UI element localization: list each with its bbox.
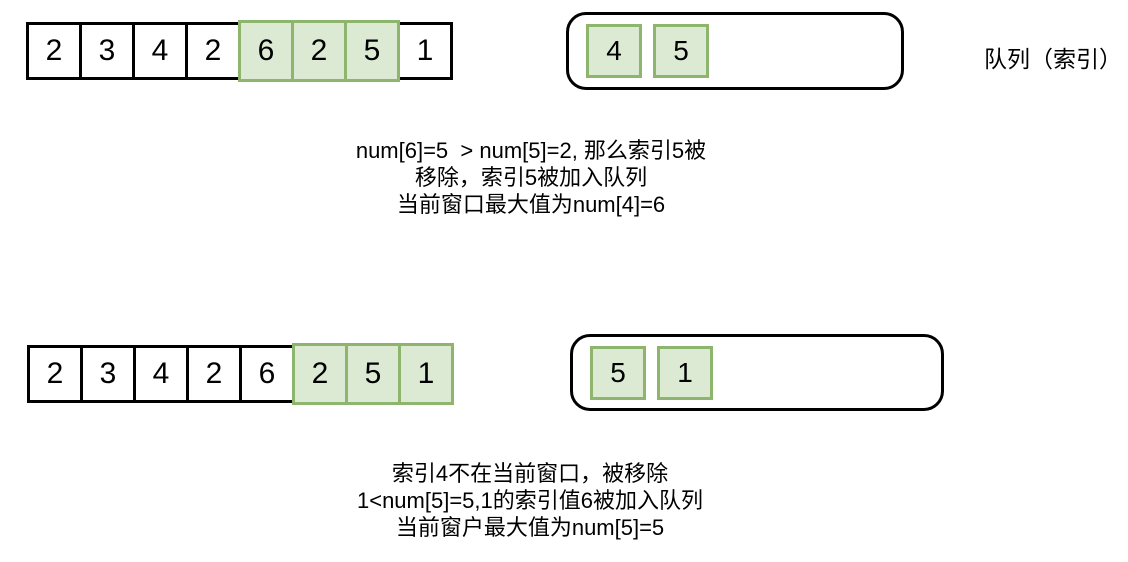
caption-line: 1<num[5]=5,1的索引值6被加入队列 (356, 488, 703, 513)
queue-cell: 1 (657, 345, 713, 400)
array-row-2: 2 3 4 2 6 2 5 1 (27, 343, 454, 405)
queue-label: 队列（索引） (984, 46, 1122, 72)
caption-line: 当前窗口最大值为num[4]=6 (396, 192, 666, 217)
array-cell: 2 (185, 22, 241, 80)
array-cell-highlighted: 1 (398, 343, 454, 405)
array-cell: 2 (26, 22, 82, 80)
array-cell-highlighted: 2 (291, 20, 347, 82)
array-cell-highlighted: 2 (292, 343, 348, 405)
queue-box-2: 5 1 (570, 334, 944, 411)
array-cell-highlighted: 6 (238, 20, 294, 82)
caption-line: num[6]=5 > num[5]=2, 那么索引5被 (355, 138, 707, 163)
array-row-1: 2 3 4 2 6 2 5 1 (26, 20, 453, 82)
queue-cell: 5 (590, 345, 646, 400)
array-cell: 1 (397, 22, 453, 80)
caption-step-2: 索引4不在当前窗口，被移除 1<num[5]=5,1的索引值6被加入队列 当前窗… (165, 460, 895, 541)
caption-line: 索引4不在当前窗口，被移除 (391, 461, 669, 486)
queue-cell: 5 (653, 24, 709, 78)
array-cell: 4 (133, 345, 189, 403)
caption-line: 移除，索引5被加入队列 (414, 165, 648, 190)
array-cell: 4 (132, 22, 188, 80)
queue-box-1: 4 5 (566, 12, 904, 90)
array-cell-highlighted: 5 (345, 343, 401, 405)
array-cell: 2 (186, 345, 242, 403)
queue-cell: 4 (586, 24, 642, 78)
caption-step-1: num[6]=5 > num[5]=2, 那么索引5被 移除，索引5被加入队列 … (166, 137, 896, 218)
array-cell: 3 (80, 345, 136, 403)
caption-line: 当前窗户最大值为num[5]=5 (395, 515, 665, 540)
array-cell: 3 (79, 22, 135, 80)
array-cell-highlighted: 5 (344, 20, 400, 82)
array-cell: 2 (27, 345, 83, 403)
array-cell: 6 (239, 345, 295, 403)
